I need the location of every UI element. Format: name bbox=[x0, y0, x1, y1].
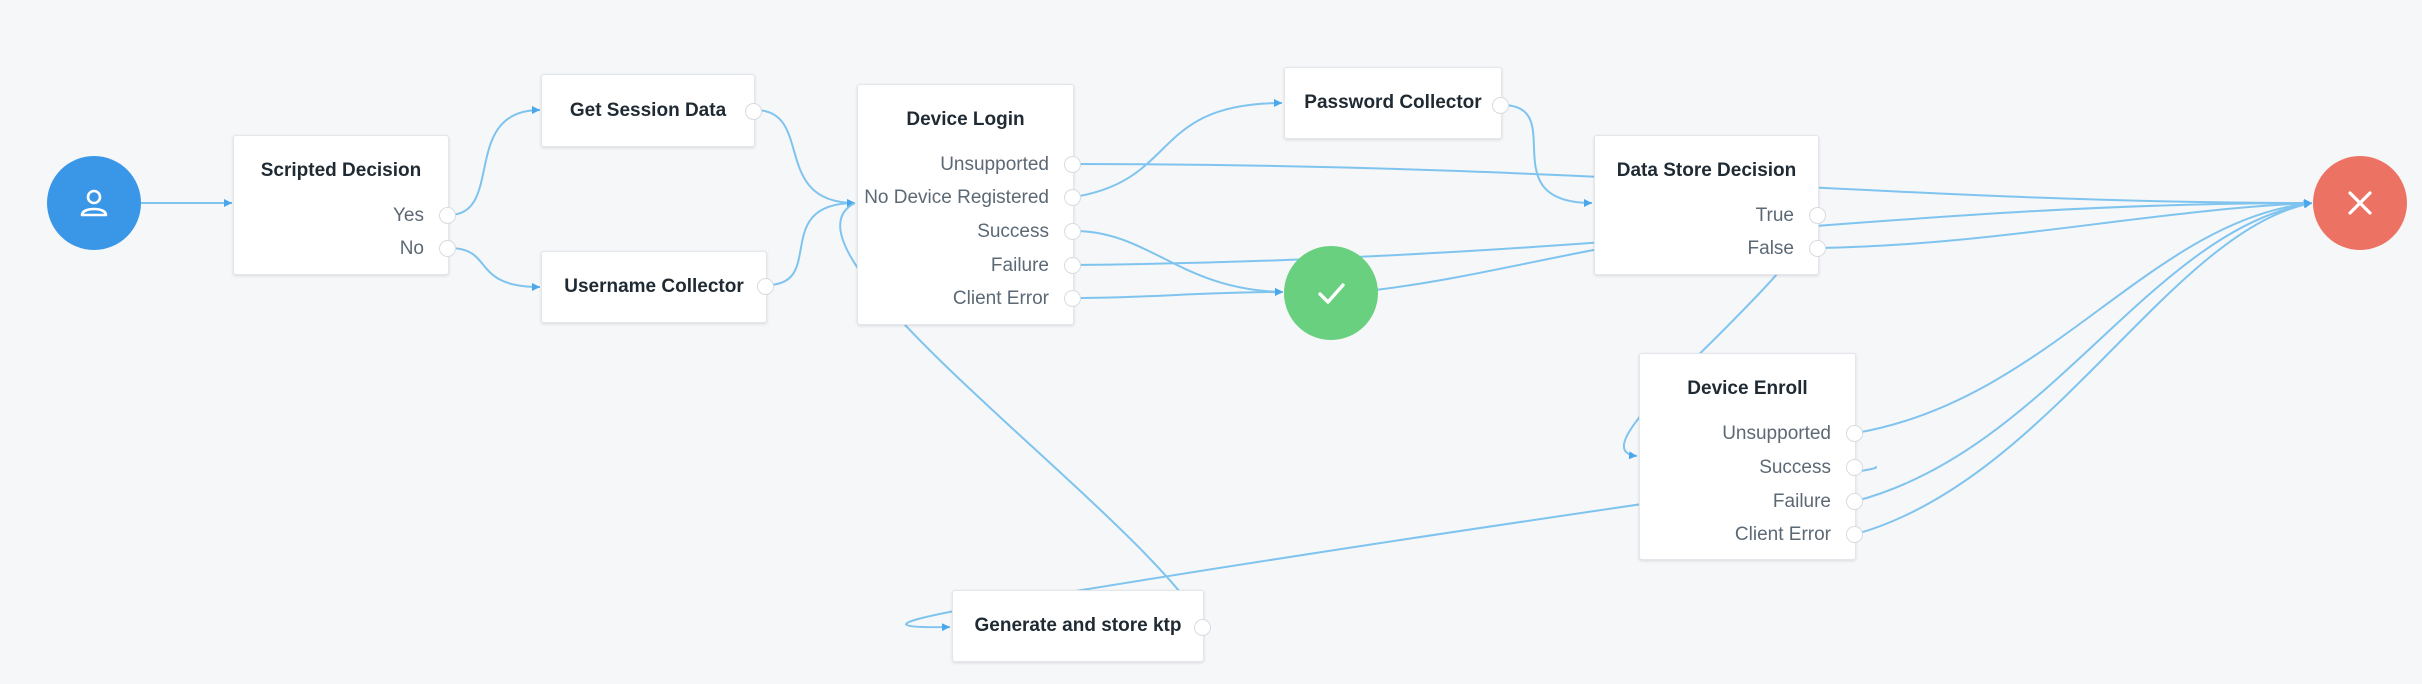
node-title: Data Store Decision bbox=[1616, 160, 1797, 181]
outcome-false: False bbox=[1747, 238, 1794, 259]
data-store-decision-node[interactable]: Data Store Decision True False bbox=[1594, 135, 1826, 275]
port-unsupported[interactable] bbox=[1846, 425, 1863, 442]
node-title: Get Session Data bbox=[569, 99, 727, 121]
node-title: Username Collector bbox=[564, 276, 744, 297]
password-collector-node[interactable]: Password Collector bbox=[1284, 67, 1509, 139]
link-username-collector-to-device-login bbox=[766, 199, 856, 286]
port-unsupported[interactable] bbox=[1064, 156, 1081, 173]
link-no-device-to-password-collector bbox=[1073, 99, 1283, 198]
outcome-unsupported: Unsupported bbox=[1722, 423, 1831, 444]
port-client-error[interactable] bbox=[1064, 290, 1081, 307]
device-login-node[interactable]: Device Login Unsupported No Device Regis… bbox=[857, 84, 1081, 325]
port-failure[interactable] bbox=[1846, 493, 1863, 510]
node-title: Scripted Decision bbox=[260, 160, 422, 181]
link-enroll-unsupported-to-failure bbox=[1855, 199, 2313, 434]
username-collector-node[interactable]: Username Collector bbox=[541, 251, 774, 323]
port-client-error[interactable] bbox=[1846, 526, 1863, 543]
link-get-session-data-to-device-login bbox=[754, 109, 856, 207]
node-title: Device Login bbox=[906, 109, 1025, 130]
port-success[interactable] bbox=[1064, 223, 1081, 240]
port-outcome[interactable] bbox=[757, 278, 774, 295]
port-failure[interactable] bbox=[1064, 257, 1081, 274]
link-device-login-input-to-ktp bbox=[839, 202, 1206, 629]
scripted-decision-node[interactable]: Scripted Decision Yes No bbox=[233, 135, 456, 275]
start-node[interactable] bbox=[47, 156, 141, 250]
port-outcome[interactable] bbox=[745, 103, 762, 120]
link-success-to-success-node bbox=[1073, 230, 1284, 296]
port-false[interactable] bbox=[1809, 240, 1826, 257]
outcome-client-error: Client Error bbox=[952, 288, 1049, 309]
outcome-success: Success bbox=[1759, 457, 1831, 478]
device-enroll-node[interactable]: Device Enroll Unsupported Success Failur… bbox=[1639, 353, 1863, 560]
outcome-failure: Failure bbox=[1772, 491, 1831, 512]
port-outcome[interactable] bbox=[1194, 619, 1211, 636]
outcome-client-error: Client Error bbox=[1734, 524, 1831, 545]
outcome-failure: Failure bbox=[990, 255, 1049, 276]
link-no-to-username-collector bbox=[448, 247, 541, 291]
close-x-icon bbox=[2348, 191, 2372, 215]
port-no-device-registered[interactable] bbox=[1064, 189, 1081, 206]
link-enroll-client-error-to-failure bbox=[1855, 200, 2313, 535]
link-yes-to-get-session-data bbox=[448, 106, 541, 216]
node-title: Generate and store ktp bbox=[974, 615, 1182, 636]
outcome-true: True bbox=[1755, 205, 1794, 226]
link-password-collector-to-data-store-decision bbox=[1501, 104, 1593, 207]
port-outcome[interactable] bbox=[1492, 97, 1509, 114]
get-session-data-node[interactable]: Get Session Data bbox=[541, 74, 762, 147]
node-title: Device Enroll bbox=[1687, 378, 1808, 399]
port-true[interactable] bbox=[1809, 207, 1826, 224]
outcome-yes: Yes bbox=[393, 205, 424, 226]
node-title: Password Collector bbox=[1304, 92, 1482, 113]
user-icon bbox=[80, 189, 108, 217]
generate-store-ktp-node[interactable]: Generate and store ktp bbox=[952, 590, 1211, 662]
port-success[interactable] bbox=[1846, 459, 1863, 476]
checkmark-icon bbox=[1318, 283, 1345, 304]
link-client-error-to-success-node bbox=[1073, 288, 1284, 299]
outcome-no-device-registered: No Device Registered bbox=[864, 187, 1049, 208]
success-node[interactable] bbox=[1284, 246, 1378, 340]
outcome-no: No bbox=[399, 238, 424, 259]
failure-node[interactable] bbox=[2313, 156, 2407, 250]
outcome-unsupported: Unsupported bbox=[940, 154, 1049, 175]
port-yes[interactable] bbox=[439, 207, 456, 224]
link-false-to-failure-node bbox=[1818, 199, 2313, 249]
link-enroll-failure-to-failure bbox=[1855, 200, 2313, 502]
port-no[interactable] bbox=[439, 240, 456, 257]
outcome-success: Success bbox=[977, 221, 1049, 242]
